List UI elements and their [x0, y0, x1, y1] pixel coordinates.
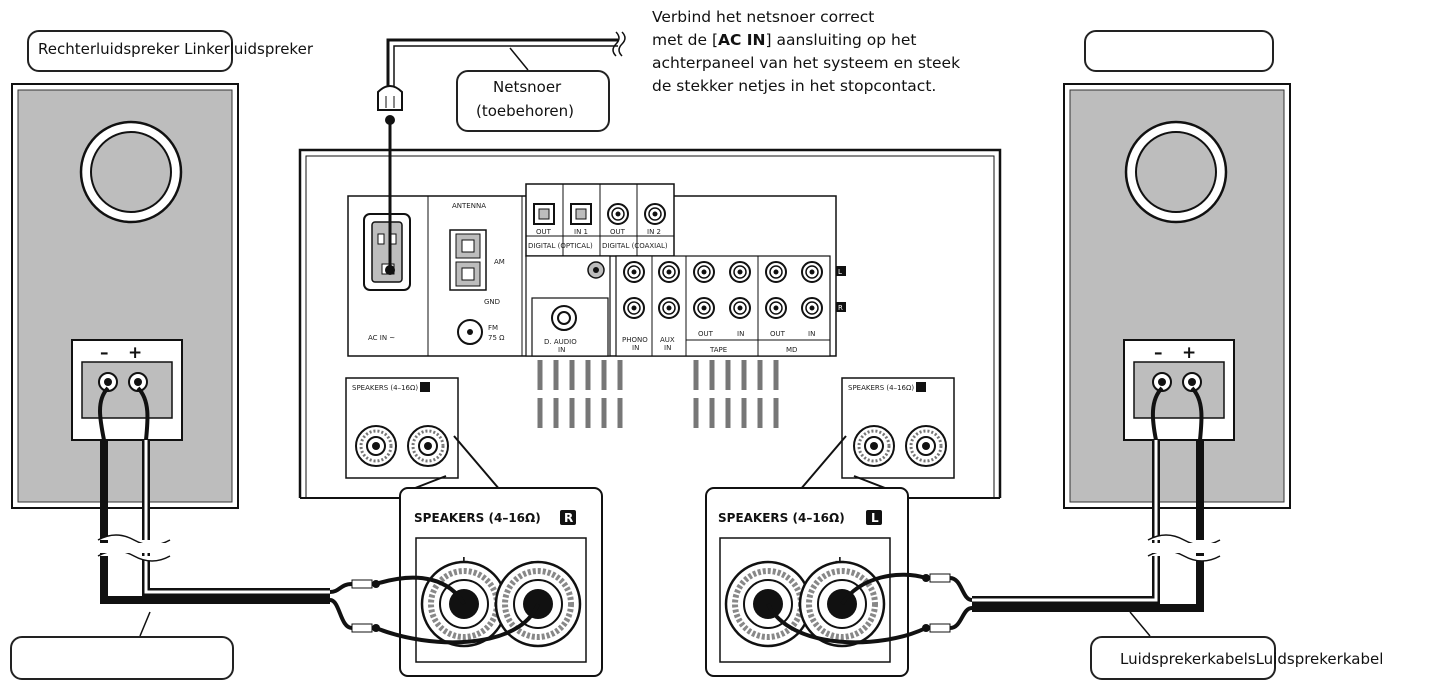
fm-antenna-jack [457, 319, 483, 345]
badge-l: L [871, 511, 879, 525]
digital-coaxial-out-label: OUT [610, 228, 626, 236]
note-line-4: de stekker netjes in het stopcontact. [652, 77, 937, 95]
phono-label: PHONO [622, 336, 648, 344]
power-cord-label-box [456, 70, 610, 132]
ac-in-emphasis: AC IN [718, 31, 766, 49]
aux-label: AUX [660, 336, 675, 344]
d-audio-in-label: IN [558, 346, 565, 354]
tape-out-label: OUT [698, 330, 714, 338]
right-speaker-plus: + [128, 343, 142, 363]
right-speaker-minus: – [100, 343, 109, 363]
md-in-label: IN [808, 330, 815, 338]
digital-optical-out-label: OUT [536, 228, 552, 236]
speakers-r-small-label: SPEAKERS (4–16Ω) [352, 384, 418, 392]
d-audio-label: D. AUDIO [544, 338, 577, 346]
speaker-terminals-r-small: SPEAKERS (4–16Ω) [345, 377, 459, 479]
badge-r: R [564, 511, 573, 525]
phono-in-label: IN [632, 344, 639, 352]
am-label: AM [494, 258, 505, 266]
speaker-terminals-l-zoom: SPEAKERS (4–16Ω) L – + [705, 487, 930, 677]
speakers-r-zoom-label: SPEAKERS (4–16Ω) [414, 511, 541, 525]
power-cord [377, 31, 626, 275]
ac-in-socket [363, 213, 411, 291]
rca-jack-grid [615, 255, 831, 357]
power-cord-label-line2: (toebehoren) [476, 102, 574, 120]
antenna-label: ANTENNA [452, 202, 486, 210]
digital-optical-label: DIGITAL (OPTICAL) [528, 242, 593, 250]
receiver-rear-panel: AC IN ~ ANTENNA AM GND FM 75 Ω OUT I [298, 148, 1002, 499]
left-speaker: – + [1063, 83, 1291, 509]
speaker-terminals-l-small: SPEAKERS (4–16Ω) [841, 377, 955, 479]
tape-in-label: IN [737, 330, 744, 338]
fm-ohm-label: 75 Ω [488, 334, 505, 342]
note-line-1: Verbind het netsnoer correct [652, 8, 875, 26]
note-line-2: met de [AC IN] aansluiting op het [652, 31, 917, 49]
speakers-l-small-label: SPEAKERS (4–16Ω) [848, 384, 914, 392]
channel-r-badge: R [838, 304, 843, 312]
left-speaker-plus: + [1182, 343, 1196, 363]
speaker-cable-left-label-box [10, 636, 234, 680]
ac-in-label: AC IN ~ [368, 334, 395, 342]
left-speaker-label-box [1084, 30, 1274, 72]
digital-coaxial-label: DIGITAL (COAXIAL) [602, 242, 668, 250]
right-speaker-label: Rechterluidspreker Linkerluidspreker [38, 40, 313, 58]
right-speaker-cable [92, 440, 373, 637]
channel-l-badge: L [838, 268, 842, 276]
right-speaker-label-box [27, 30, 233, 72]
instruction-note: Verbind het netsnoer correct met de [AC … [652, 6, 1032, 98]
fm-label: FM [488, 324, 498, 332]
digital-optical-in1-label: IN 1 [574, 228, 588, 236]
md-out-label: OUT [770, 330, 786, 338]
left-speaker-minus: – [1154, 343, 1163, 363]
gnd-label: GND [484, 298, 500, 306]
am-antenna-terminal [449, 229, 487, 291]
vent-slots [537, 360, 779, 428]
aux-in-label: IN [664, 344, 671, 352]
speaker-cable-right-label-box [1090, 636, 1276, 680]
power-cord-label-line1: Netsnoer [493, 78, 562, 96]
tape-label: TAPE [709, 346, 727, 354]
speaker-terminals-r-zoom: SPEAKERS (4–16Ω) R + – [372, 487, 603, 677]
speakers-l-zoom-label: SPEAKERS (4–16Ω) [718, 511, 845, 525]
speaker-cable-label: LuidsprekerkabelsLuidsprekerkabel [1120, 650, 1384, 668]
digital-coaxial-in2-label: IN 2 [647, 228, 661, 236]
right-speaker: – + [11, 83, 239, 509]
md-label: MD [786, 346, 797, 354]
note-line-3: achterpaneel van het systeem en steek [652, 54, 961, 72]
left-speaker-cable [929, 440, 1226, 637]
